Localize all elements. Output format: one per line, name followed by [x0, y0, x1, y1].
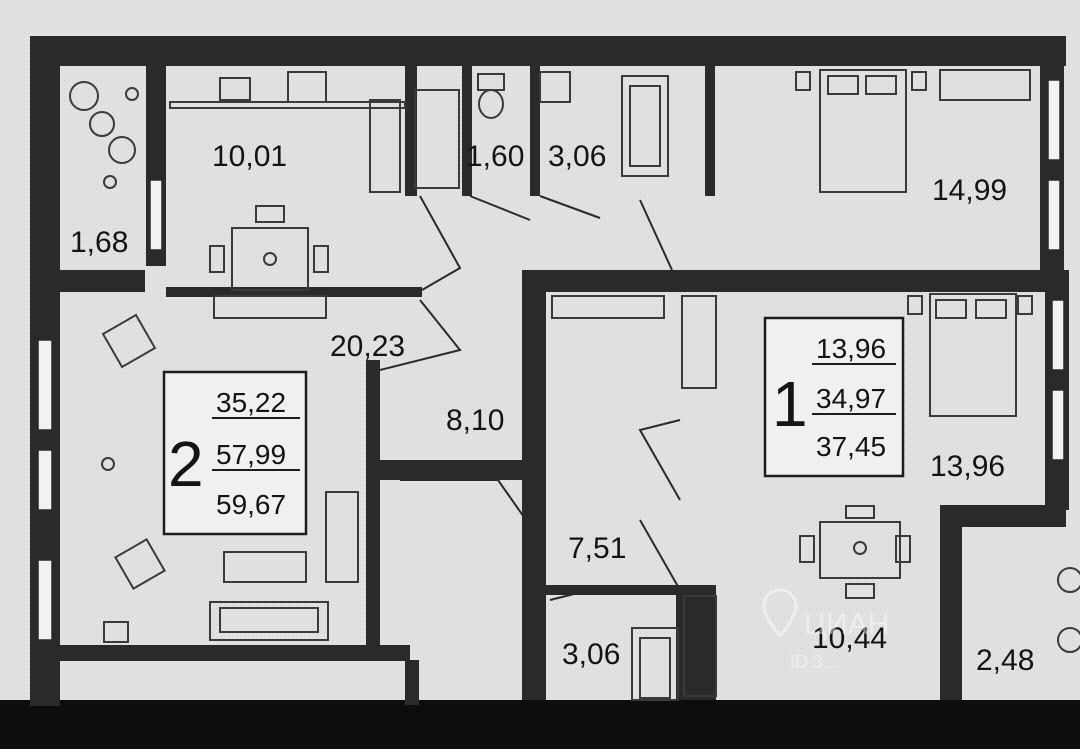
table-icon [799, 505, 911, 599]
area-hall-right: 7,51 [568, 532, 626, 565]
apt1-living-area: 13,96 [816, 333, 886, 364]
bathtub-icon [621, 75, 669, 177]
area-balcony-left: 1,68 [70, 226, 128, 259]
walls [30, 36, 1069, 706]
apt2-summary-box [162, 370, 308, 536]
location-pin-icon [762, 588, 798, 639]
fridge-icon [369, 99, 401, 193]
apt1-total-area: 34,97 [816, 383, 886, 414]
armchair-icon [114, 538, 166, 590]
apt2-rooms-count: 2 [168, 428, 204, 500]
sofa-icon [209, 601, 329, 641]
sink-icon [219, 77, 251, 101]
wardrobe-left [325, 491, 359, 583]
area-bath-bottom: 3,06 [562, 638, 620, 671]
apt1-summary-box [763, 316, 905, 478]
apt2-labels: 2 35,22 57,99 59,67 [168, 387, 286, 520]
washing-machine-icon [539, 71, 571, 103]
apt1-labels: 1 13,96 34,97 37,45 [772, 333, 886, 462]
area-kitchen-left: 10,01 [212, 140, 287, 173]
plant-icon [103, 87, 139, 189]
balcony-left-frame [39, 69, 57, 271]
toilet-icon [477, 73, 505, 119]
tv-stand [223, 551, 307, 583]
windows [37, 79, 1065, 641]
area-bedroom-right: 13,96 [930, 450, 1005, 483]
watermark-text: ЦИАН [804, 608, 889, 641]
plant-icon [101, 457, 129, 643]
area-bath-top: 3,06 [548, 140, 606, 173]
table-icon [209, 205, 329, 291]
bathtub-icon [631, 627, 679, 701]
area-wc-top: 1,60 [466, 140, 524, 173]
cabinet [414, 89, 460, 189]
bed-icon [795, 69, 927, 193]
door-swings [379, 195, 681, 601]
area-balcony-right: 2,48 [976, 644, 1034, 677]
apt2-total-with-balcony: 59,67 [216, 489, 286, 520]
chair-icon [69, 81, 136, 164]
apt2-summary [162, 370, 308, 536]
apt1-total-with-balcony: 37,45 [816, 431, 886, 462]
chair-icon [1057, 567, 1080, 653]
desk-icon [939, 69, 1031, 101]
apt1-summary [763, 316, 905, 478]
area-corridor-left: 8,10 [446, 404, 504, 437]
bed-icon [907, 293, 1033, 417]
bottom-bar [0, 700, 1080, 749]
kitchen-counter [169, 101, 406, 109]
tv-unit-top [213, 295, 327, 319]
watermark-id: ID 3... [790, 652, 838, 672]
shoe-rack [551, 295, 665, 319]
watermark: ЦИАН ID 3... [762, 588, 889, 672]
room-labels: 1,68 10,01 1,60 3,06 14,99 20,23 8,10 13… [70, 140, 1034, 677]
apt1-rooms-count: 1 [772, 368, 808, 440]
apt2-living-area: 35,22 [216, 387, 286, 418]
wardrobe-right [681, 295, 717, 389]
area-hall-left: 20,23 [330, 330, 405, 363]
area-bedroom-top-right: 14,99 [932, 174, 1007, 207]
fridge-icon [683, 595, 717, 697]
area-kitchen-right: 10,44 [812, 622, 887, 655]
apt2-total-area: 57,99 [216, 439, 286, 470]
armchair-icon [101, 313, 157, 369]
